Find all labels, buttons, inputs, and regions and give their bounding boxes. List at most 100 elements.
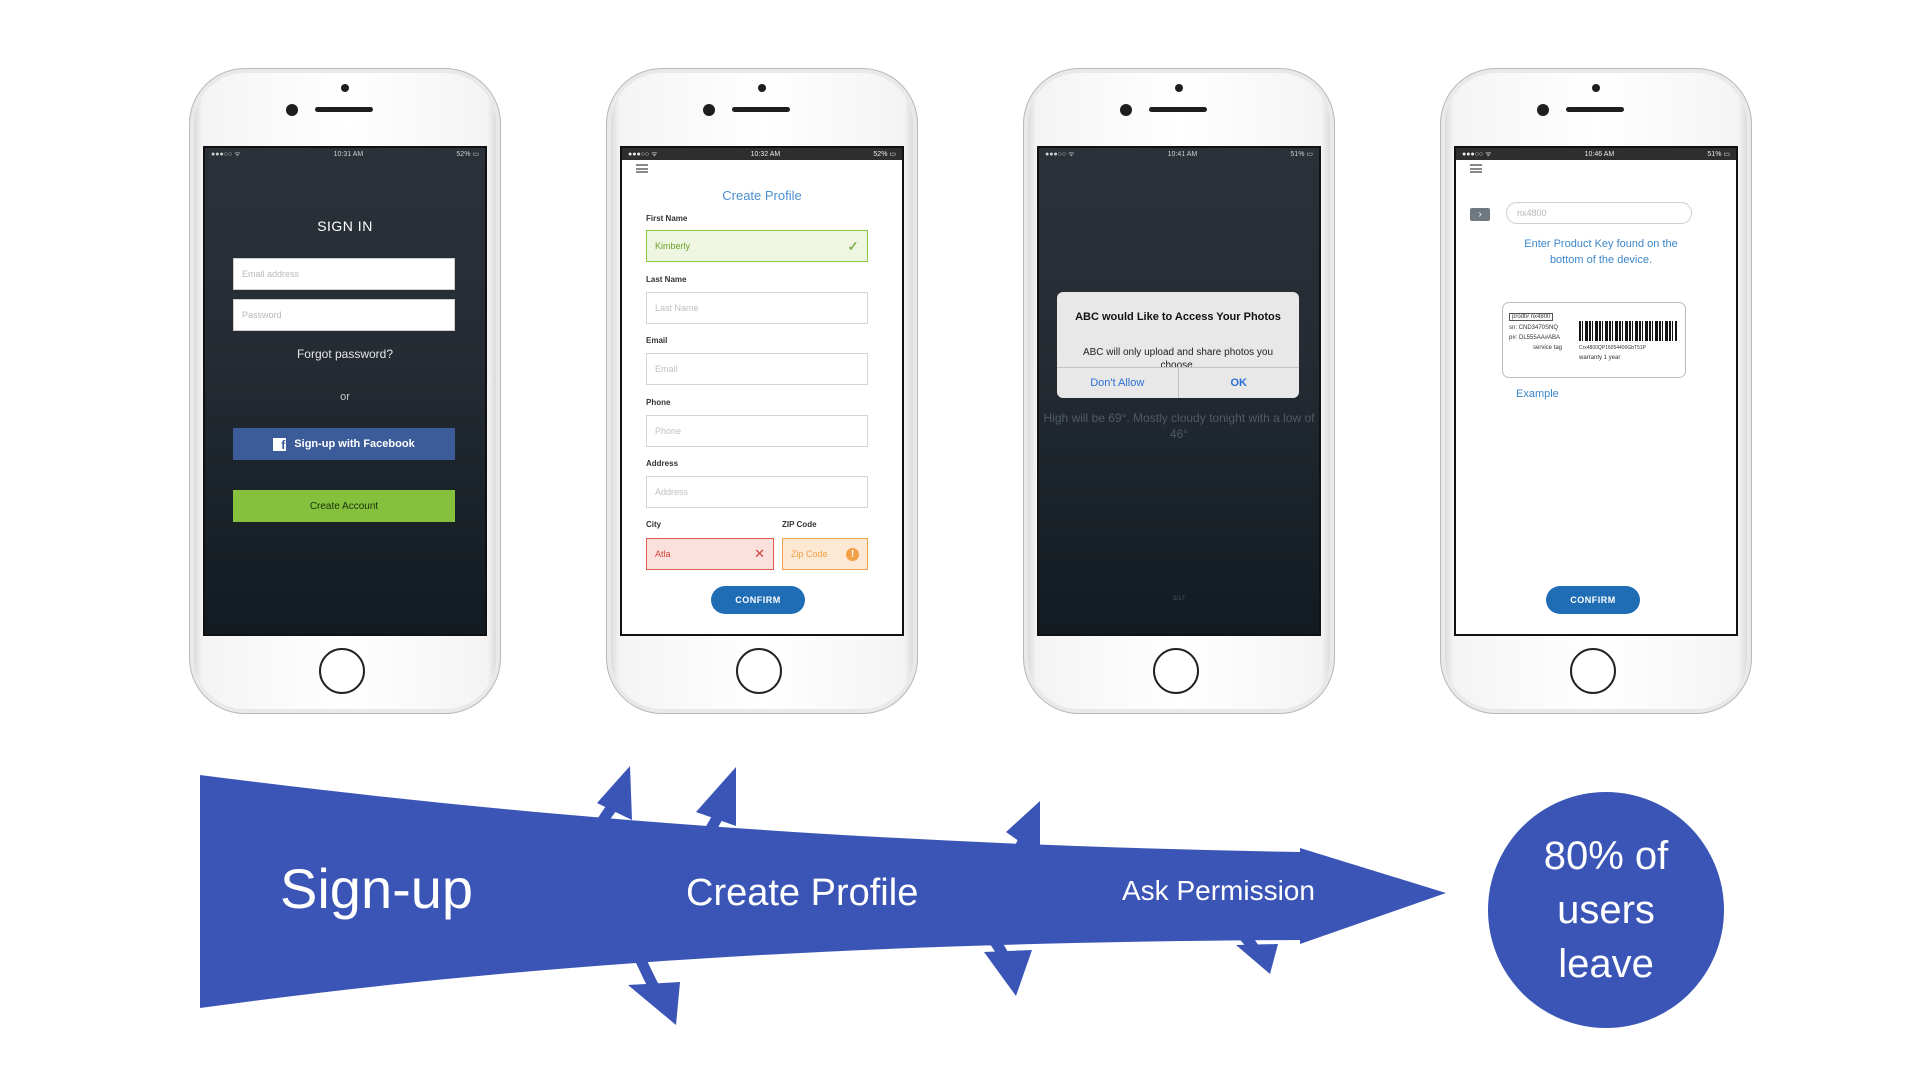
zip-placeholder: Zip Code <box>791 549 828 559</box>
email-field[interactable]: Email <box>646 353 868 385</box>
dropoff-flow-diagram <box>200 766 1446 1025</box>
city-label: City <box>646 520 662 529</box>
phone-label: Phone <box>646 398 671 407</box>
dropoff-arrowheads <box>597 766 1278 1025</box>
ok-button[interactable]: OK <box>1177 368 1300 398</box>
signal-icon: ●●●○○ ᯤ <box>1045 150 1075 158</box>
battery-status: 52% ▭ <box>456 151 479 158</box>
device-label-example: prodt# nx4800 sn: CND3470SNQ p#: DL555AA… <box>1502 302 1686 378</box>
phone-field[interactable]: Phone <box>646 415 868 447</box>
barcode-image <box>1579 321 1677 341</box>
facebook-signup-button[interactable]: f Sign-up with Facebook <box>233 428 455 460</box>
status-time: 10:32 AM <box>750 150 781 158</box>
menu-icon[interactable] <box>636 164 648 173</box>
dialog-message: ABC will only upload and share photos yo… <box>1082 347 1274 371</box>
error-x-icon: ✕ <box>754 546 765 561</box>
weather-background-text: High will be 69°. Mostly cloudy tonight … <box>1043 411 1315 441</box>
earpiece-speaker <box>1566 107 1624 112</box>
signal-icon: ●●●○○ ᯤ <box>211 150 241 158</box>
product-key-screen: ●●●○○ ᯤ 10:46 AM 51% ▭ › nx4800 Enter Pr… <box>1454 146 1738 636</box>
city-field[interactable]: Atla ✕ <box>646 538 774 570</box>
password-input[interactable]: Password <box>233 299 455 331</box>
status-bar: ●●●○○ ᯤ 10:46 AM 51% ▭ <box>1456 148 1736 160</box>
earpiece-speaker <box>732 107 790 112</box>
signin-screen: ●●●○○ ᯤ 10:31 AM 52% ▭ SIGN IN Email add… <box>203 146 487 636</box>
last-name-label: Last Name <box>646 275 687 284</box>
confirm-button[interactable]: CONFIRM <box>711 586 805 614</box>
address-field[interactable]: Address <box>646 476 868 508</box>
battery-status: 52% ▭ <box>873 151 896 158</box>
forgot-password-link[interactable]: Forgot password? <box>296 347 394 361</box>
status-time: 10:31 AM <box>333 150 364 158</box>
home-button[interactable] <box>1153 648 1199 694</box>
funnel-arrowhead <box>1300 848 1446 944</box>
permission-dialog: ABC would Like to Access Your Photos ABC… <box>1057 292 1299 398</box>
dont-allow-button[interactable]: Don't Allow <box>1090 377 1145 389</box>
dropoff-arrowhead-3 <box>1006 801 1040 856</box>
create-profile-screen: ●●●○○ ᯤ 10:32 AM 52% ▭ Create Profile Fi… <box>620 146 904 636</box>
status-time: 10:41 AM <box>1167 150 1198 158</box>
phone-create-profile: ●●●○○ ᯤ 10:32 AM 52% ▭ Create Profile Fi… <box>606 68 918 714</box>
stage-create-profile-label: Create Profile <box>686 872 919 914</box>
address-label: Address <box>646 459 679 468</box>
earpiece-speaker <box>1149 107 1207 112</box>
status-bar: ●●●○○ ᯤ 10:32 AM 52% ▭ <box>622 148 902 160</box>
phone-permission: ●●●○○ ᯤ 10:41 AM 51% ▭ High will be 69°.… <box>1023 68 1335 714</box>
zip-label: ZIP Code <box>782 520 817 529</box>
sensor <box>1537 104 1549 116</box>
earpiece-speaker <box>315 107 373 112</box>
front-camera <box>1592 84 1600 92</box>
battery-status: 51% ▭ <box>1290 151 1313 158</box>
dialog-title: ABC would Like to Access Your Photos <box>1075 311 1281 323</box>
check-icon: ✓ <box>847 237 859 254</box>
label-warranty: warranty 1 year <box>1579 355 1621 361</box>
first-name-label: First Name <box>646 214 688 223</box>
permission-screen: ●●●○○ ᯤ 10:41 AM 51% ▭ High will be 69°.… <box>1037 146 1321 636</box>
dropoff-arrowhead-4 <box>628 982 680 1025</box>
front-camera <box>341 84 349 92</box>
email-input[interactable]: Email address <box>233 258 455 290</box>
sensor <box>703 104 715 116</box>
label-part-number: p#: DL555AA#ABA <box>1509 335 1561 341</box>
confirm-button[interactable]: CONFIRM <box>1546 586 1640 614</box>
facebook-signup-label: Sign-up with Facebook <box>294 438 415 450</box>
signal-icon: ●●●○○ ᯤ <box>1462 150 1492 158</box>
example-link[interactable]: Example <box>1516 388 1559 400</box>
dropoff-arrowhead-6 <box>1236 944 1278 974</box>
funnel-arrow <box>200 775 1446 1008</box>
first-name-value: Kimberly <box>655 241 691 251</box>
result-text: 80% of users leave <box>1543 834 1669 986</box>
sensor <box>286 104 298 116</box>
status-time: 10:46 AM <box>1584 150 1615 158</box>
status-bar: ●●●○○ ᯤ 10:31 AM 52% ▭ <box>205 148 485 160</box>
product-key-input[interactable]: nx4800 <box>1506 202 1692 224</box>
dropoff-arrowhead-1 <box>597 766 632 820</box>
home-button[interactable] <box>1570 648 1616 694</box>
city-value: Atla <box>655 549 671 559</box>
status-bar: ●●●○○ ᯤ 10:41 AM 51% ▭ <box>1039 148 1319 160</box>
email-label: Email <box>646 336 668 345</box>
warning-icon: ! <box>846 547 859 561</box>
label-product-number: prodt# nx4800 <box>1509 313 1554 321</box>
funnel-shaft <box>200 775 1300 1008</box>
last-name-field[interactable]: Last Name <box>646 292 868 324</box>
chevron-right-icon[interactable]: › <box>1470 208 1490 221</box>
first-name-field[interactable]: Kimberly ✓ <box>646 230 868 262</box>
zip-field[interactable]: Zip Code ! <box>782 538 868 570</box>
dropoff-arrowhead-2 <box>696 767 736 826</box>
create-account-button[interactable]: Create Account <box>233 490 455 522</box>
label-service-tag: service tag <box>1533 345 1563 351</box>
dialog-buttons: Don't Allow OK <box>1057 367 1299 398</box>
phone-signin: ●●●○○ ᯤ 10:31 AM 52% ▭ SIGN IN Email add… <box>189 68 501 714</box>
home-button[interactable] <box>736 648 782 694</box>
menu-icon[interactable] <box>1470 164 1482 173</box>
facebook-icon: f <box>273 437 287 451</box>
label-code: Crx4800QP16054400GbT51P <box>1579 345 1646 351</box>
home-button[interactable] <box>319 648 365 694</box>
front-camera <box>758 84 766 92</box>
signal-icon: ●●●○○ ᯤ <box>628 150 658 158</box>
stage-ask-permission-label: Ask Permission <box>1122 875 1315 906</box>
page-indicator: 2/17 <box>1173 596 1185 602</box>
sensor <box>1120 104 1132 116</box>
front-camera <box>1175 84 1183 92</box>
